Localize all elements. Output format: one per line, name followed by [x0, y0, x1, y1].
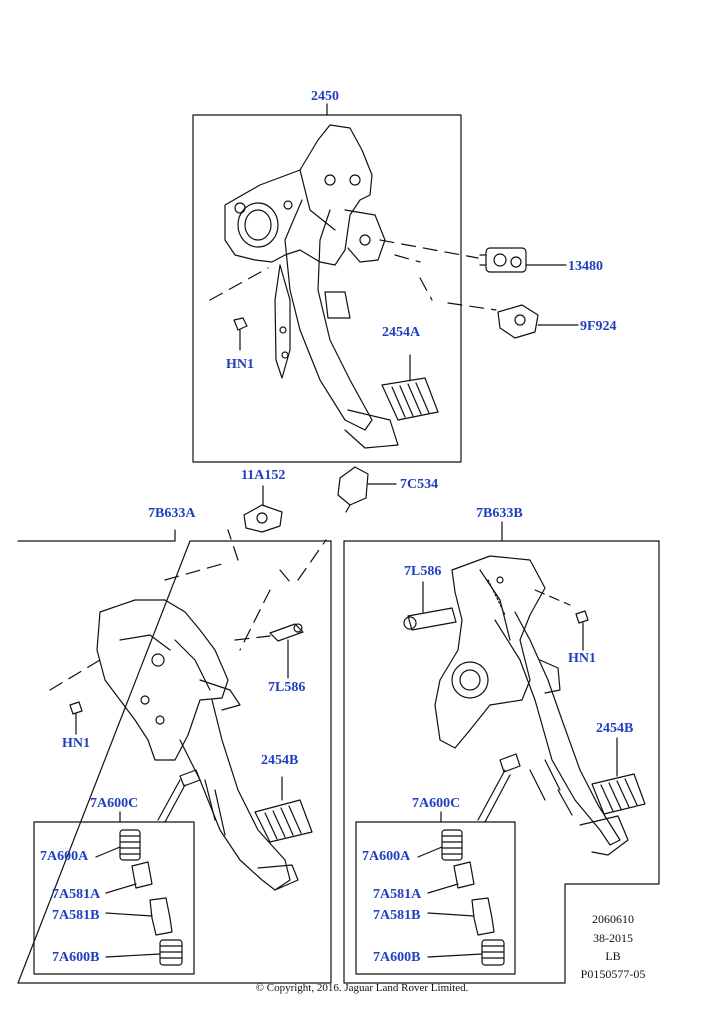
- switch-7C534: [337, 466, 397, 513]
- ref-line-2: 38-2015: [593, 931, 633, 945]
- pedal-box-7B633B: [434, 555, 629, 856]
- ref-line-3: LB: [605, 949, 621, 963]
- spring-7A600B-right: [427, 939, 505, 966]
- pedal-pad-2454B-right: [591, 737, 646, 815]
- switch-9F924: [497, 304, 579, 339]
- label-7A581A-left: 7A581A: [52, 887, 101, 902]
- kit-7A600C-right: [440, 753, 521, 823]
- label-7A600B-left: 7A600B: [52, 950, 100, 965]
- nut-HN1-left: [69, 701, 83, 735]
- spring-7A600A-left: [95, 829, 141, 861]
- pedal-box-7B633A: [96, 599, 299, 891]
- label-7A600B-right: 7A600B: [373, 950, 421, 965]
- nut-HN1-right: [575, 610, 589, 651]
- label-7A581B-left: 7A581B: [52, 908, 100, 923]
- ref-line-4: P0150577-05: [580, 967, 646, 981]
- label-HN1-right: HN1: [568, 651, 596, 666]
- switch-11A152: [243, 485, 283, 533]
- label-HN1-left: HN1: [62, 736, 90, 751]
- pedal-box-2450: [224, 124, 399, 449]
- label-7A581A-right: 7A581A: [373, 887, 422, 902]
- label-11A152: 11A152: [241, 468, 286, 483]
- label-7B633B: 7B633B: [476, 506, 523, 521]
- bush-7A581B-left: [105, 897, 173, 936]
- label-7A600A-left: 7A600A: [40, 849, 89, 864]
- label-7A581B-right: 7A581B: [373, 908, 421, 923]
- label-7L586-left: 7L586: [268, 680, 306, 695]
- label-2454A: 2454A: [382, 325, 421, 340]
- spring-7A600B-left: [105, 939, 183, 966]
- copyright-notice: © Copyright, 2016. Jaguar Land Rover Lim…: [255, 982, 469, 994]
- label-7A600C-left: 7A600C: [90, 796, 139, 811]
- label-2450: 2450: [311, 89, 339, 104]
- label-7A600C-right: 7A600C: [412, 796, 461, 811]
- ref-line-1: 2060610: [592, 912, 634, 926]
- pedal-pad-2454A: [381, 354, 439, 421]
- bush-7A581A-left: [105, 861, 153, 894]
- kit-7A600C-left: [119, 769, 201, 823]
- frame-right: [343, 521, 660, 984]
- frame-top: [192, 103, 462, 463]
- dash-leaders-top: [209, 239, 497, 311]
- label-HN1-top: HN1: [226, 357, 254, 372]
- switch-13480: [479, 247, 567, 273]
- dash-leaders-right: [534, 589, 571, 606]
- label-2454B-left: 2454B: [261, 753, 299, 768]
- spring-7A600A-right: [417, 829, 463, 861]
- pedal-pad-2454B-left: [254, 776, 313, 843]
- nut-HN1-top: [233, 317, 248, 351]
- label-9F924: 9F924: [580, 319, 617, 334]
- label-7A600A-right: 7A600A: [362, 849, 411, 864]
- frame-left: [17, 529, 332, 984]
- label-7B633A: 7B633A: [148, 506, 196, 521]
- label-7C534: 7C534: [400, 477, 439, 492]
- label-7L586-right: 7L586: [404, 564, 442, 579]
- pin-7L586-right: [403, 581, 457, 631]
- label-2454B-right: 2454B: [596, 721, 634, 736]
- bush-7A581B-right: [427, 897, 495, 936]
- label-13480: 13480: [568, 259, 603, 274]
- dash-leaders-left: [49, 529, 327, 691]
- pin-7L586-left: [269, 623, 304, 679]
- bush-7A581A-right: [427, 861, 475, 894]
